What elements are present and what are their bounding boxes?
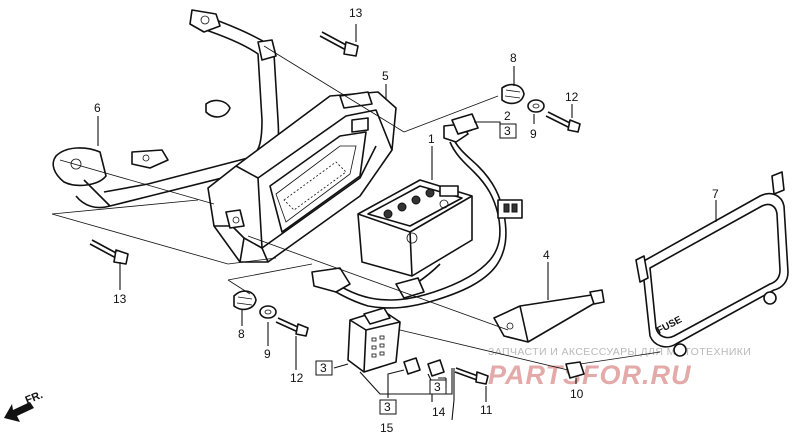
collar-9-lower bbox=[259, 305, 277, 319]
part-4-stay bbox=[493, 289, 605, 343]
watermark-logo: PARTSFOR.RU bbox=[488, 360, 692, 390]
ref-box-3-top: 3 bbox=[499, 123, 517, 139]
part-14-fuses bbox=[403, 357, 445, 377]
svg-text:3: 3 bbox=[320, 361, 327, 375]
label-14: 14 bbox=[432, 405, 446, 419]
part-10-nut bbox=[565, 361, 585, 379]
grommet-8-lower bbox=[233, 290, 257, 311]
part-15-fuse-box bbox=[347, 307, 401, 373]
label-4: 4 bbox=[543, 248, 550, 262]
collar-9-upper bbox=[527, 99, 545, 113]
svg-text:3: 3 bbox=[434, 380, 441, 394]
guide-lines bbox=[51, 45, 661, 371]
label-6: 6 bbox=[94, 101, 101, 115]
part-6-handle-bracket bbox=[52, 9, 280, 209]
label-2: 2 bbox=[504, 109, 511, 123]
part-2-rubber bbox=[451, 113, 479, 135]
label-13-top: 13 bbox=[349, 6, 363, 20]
label-11: 11 bbox=[480, 403, 493, 417]
bolt-13-upper bbox=[319, 31, 359, 57]
label-13-bottom: 13 bbox=[113, 292, 127, 306]
label-9-bottom: 9 bbox=[264, 347, 271, 361]
label-12-top: 12 bbox=[565, 90, 579, 104]
bolt-12-lower bbox=[275, 317, 309, 337]
leader-lines bbox=[97, 24, 717, 421]
bolt-12-upper bbox=[545, 111, 581, 133]
ref-box-3-fusebox: 3 bbox=[315, 360, 333, 376]
grommet-8-upper bbox=[501, 83, 525, 105]
ref-box-3-bottom: 3 bbox=[379, 399, 397, 415]
front-arrow-icon: FR. bbox=[4, 389, 45, 422]
bolt-13-lower bbox=[89, 239, 129, 265]
svg-text:3: 3 bbox=[504, 124, 511, 138]
label-9-top: 9 bbox=[530, 127, 537, 141]
watermark-subtitle: ЗАПЧАСТИ И АКСЕССУАРЫ ДЛЯ МОТОТЕХНИКИ bbox=[488, 346, 751, 358]
label-8-top: 8 bbox=[510, 51, 517, 65]
svg-text:3: 3 bbox=[384, 400, 391, 414]
label-12-bottom: 12 bbox=[290, 371, 304, 385]
label-5: 5 bbox=[382, 69, 389, 83]
ref-box-3-fuse: 3 bbox=[429, 379, 447, 395]
front-arrow-label: FR. bbox=[24, 389, 45, 407]
part-5-battery-box bbox=[207, 91, 397, 263]
label-15: 15 bbox=[380, 421, 394, 435]
bolt-11 bbox=[454, 367, 489, 385]
battery bbox=[357, 179, 473, 277]
label-10: 10 bbox=[570, 387, 584, 401]
wire-harness bbox=[311, 123, 523, 309]
part-7-fuse-cover: FUSE bbox=[635, 171, 789, 357]
label-8-bottom: 8 bbox=[238, 327, 245, 341]
part-number-labels: 13 5 6 8 12 2 9 1 7 4 13 8 9 12 11 10 14… bbox=[94, 6, 719, 435]
label-1: 1 bbox=[428, 132, 435, 146]
label-7: 7 bbox=[712, 187, 719, 201]
